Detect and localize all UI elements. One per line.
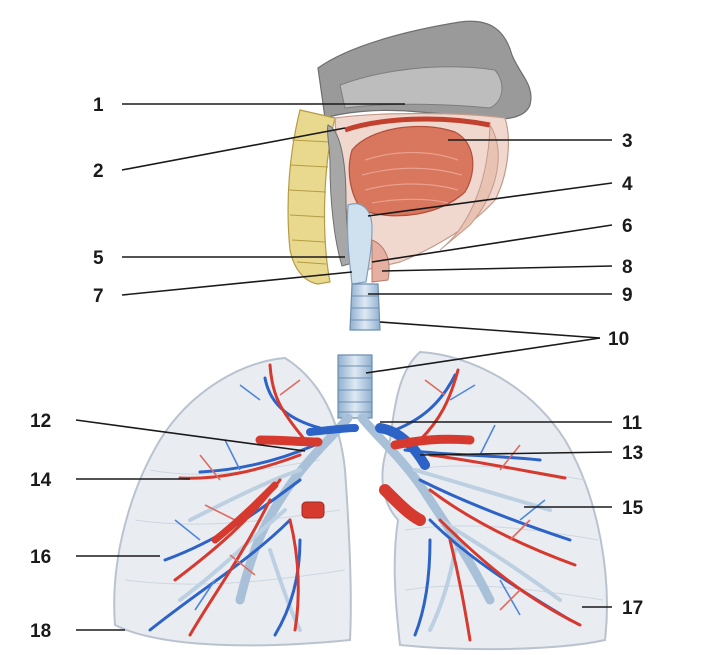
label-7: 7 [93,286,104,307]
label-1: 1 [93,95,104,116]
label-6: 6 [622,216,633,237]
cut-vessel [302,502,324,518]
label-4: 4 [622,174,633,195]
label-5: 5 [93,248,104,269]
label-11: 11 [622,413,643,434]
label-2: 2 [93,161,104,182]
head-neck-section [288,21,531,330]
label-10: 10 [608,329,629,350]
upper-trachea [350,284,380,330]
left-lung [382,352,606,649]
label-8: 8 [622,257,633,278]
artery-trunk-right [260,440,318,442]
label-17: 17 [622,598,643,619]
label-18: 18 [30,621,51,642]
label-9: 9 [622,285,633,306]
vein-trunk-right [310,428,355,432]
label-13: 13 [622,443,643,464]
trachea [338,355,372,418]
label-12: 12 [30,411,51,432]
label-14: 14 [30,470,52,491]
label-16: 16 [30,547,51,568]
label-15: 15 [622,498,644,519]
label-3: 3 [622,131,633,152]
